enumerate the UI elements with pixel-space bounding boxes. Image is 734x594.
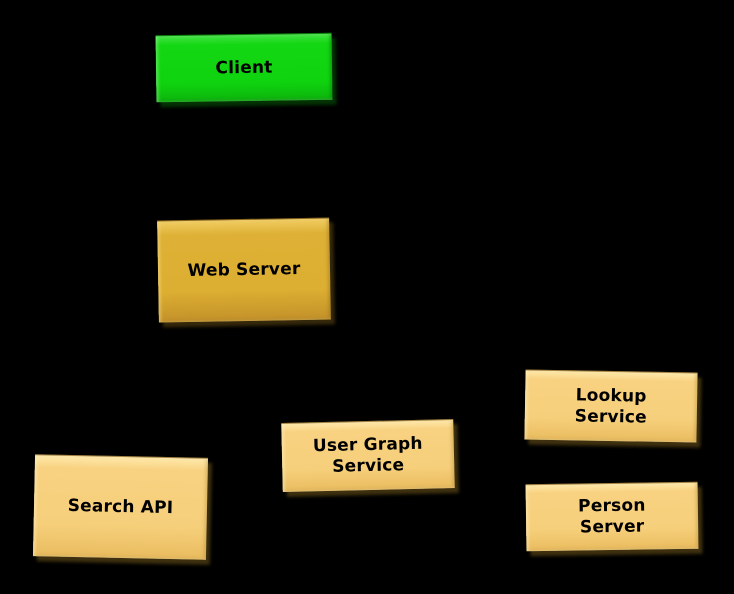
node-web-server-label: Web Server [187,259,301,281]
node-search-api: Search API [32,454,209,560]
node-lookup-service-label: Lookup Service [574,384,648,428]
node-user-graph-service: User Graph Service [281,419,455,492]
node-client-label: Client [215,57,273,78]
node-person-server: Person Server [525,481,699,552]
node-web-server: Web Server [157,217,331,323]
node-person-server-label: Person Server [577,495,646,538]
node-user-graph-service-label: User Graph Service [312,433,423,477]
node-lookup-service: Lookup Service [524,369,698,443]
node-client: Client [155,32,333,103]
node-search-api-label: Search API [67,495,174,519]
